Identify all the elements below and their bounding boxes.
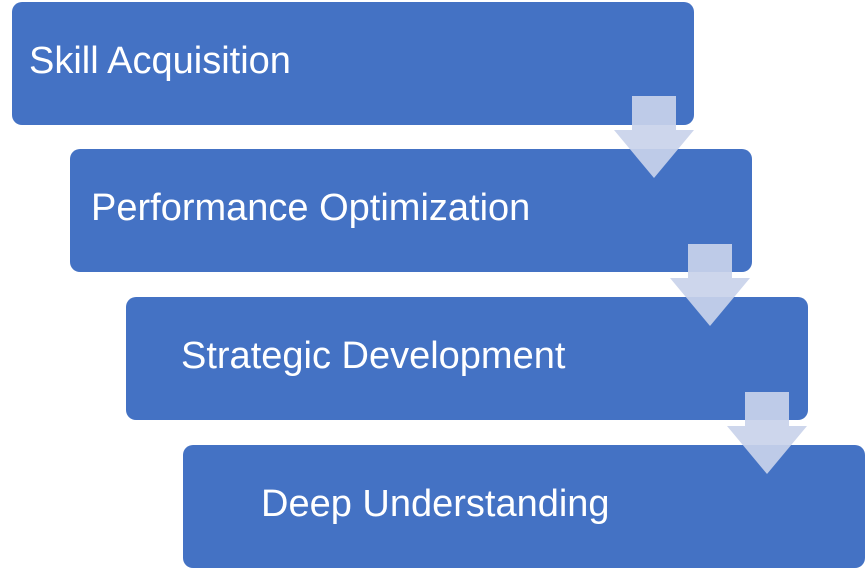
step-box-performance-optimization: Performance Optimization — [70, 149, 752, 272]
step-label: Strategic Development — [181, 334, 566, 377]
down-arrow-icon — [670, 244, 750, 326]
step-label: Performance Optimization — [91, 186, 531, 229]
step-box-deep-understanding: Deep Understanding — [183, 445, 865, 568]
step-box-skill-acquisition: Skill Acquisition — [12, 2, 694, 125]
step-label: Skill Acquisition — [29, 39, 291, 82]
down-arrow-icon — [614, 96, 694, 178]
step-label: Deep Understanding — [261, 482, 610, 525]
down-arrow-icon — [727, 392, 807, 474]
step-box-strategic-development: Strategic Development — [126, 297, 808, 420]
